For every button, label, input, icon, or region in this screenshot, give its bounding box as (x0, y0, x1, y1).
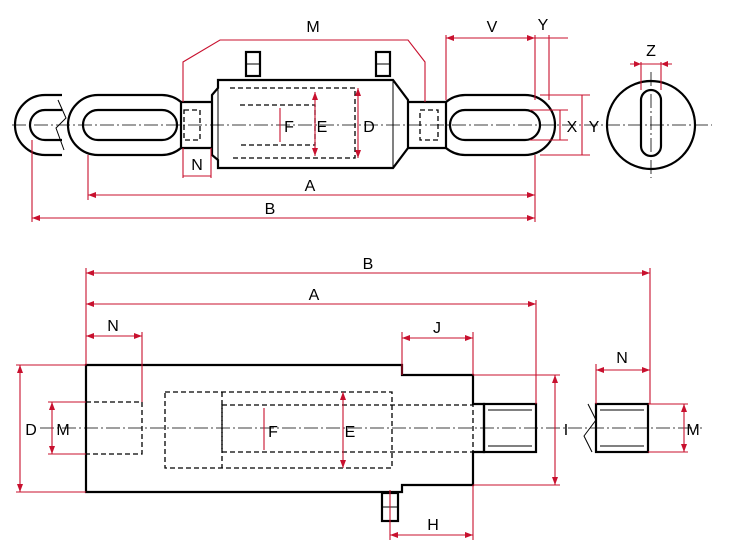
label-B-bottom: B (363, 256, 374, 273)
left-shank (181, 100, 212, 150)
label-N-bottom-right: N (616, 350, 628, 367)
label-V: V (487, 19, 498, 36)
bottom-break-line (583, 403, 597, 453)
label-N-top: N (191, 157, 203, 174)
left-eye-inner (81, 108, 179, 142)
left-break-line (55, 99, 67, 151)
label-Y-right: Y (589, 119, 600, 136)
bottom-body-outline (84, 363, 486, 494)
left-broken-eye-inner (28, 108, 62, 142)
label-E-top: E (317, 119, 328, 136)
bottom-rod-thread (482, 402, 538, 454)
label-Z: Z (646, 43, 656, 60)
label-B-top: B (265, 201, 276, 218)
right-shank (408, 100, 446, 150)
label-D-bottom: D (25, 422, 37, 439)
top-view: M V Y Z F E D X (12, 17, 712, 222)
bottom-view: B A N J D M F (16, 256, 702, 540)
left-thread-hidden (183, 109, 201, 141)
label-F-bottom: F (268, 424, 278, 441)
label-F-top: F (284, 119, 294, 136)
label-I: I (564, 422, 568, 439)
top-bore-hidden (230, 87, 356, 159)
right-eye-outer (444, 93, 557, 157)
label-A-bottom: A (309, 287, 320, 304)
label-A-top: A (305, 178, 316, 195)
label-D-top: D (363, 119, 375, 136)
right-thread-hidden (419, 109, 439, 141)
bottom-bore-hidden (164, 391, 393, 469)
separate-thread-piece (594, 402, 650, 454)
label-M-top: M (306, 19, 319, 36)
left-broken-eye-outer (13, 93, 62, 157)
label-M-bottom-right: M (686, 422, 699, 439)
top-inner-hidden (240, 104, 316, 146)
label-Y-top: Y (538, 17, 549, 34)
label-H: H (427, 517, 439, 534)
label-X: X (567, 119, 578, 136)
dim-M-top (182, 39, 426, 102)
label-M-bottom-left: M (56, 422, 69, 439)
bottom-left-thread-hidden (85, 401, 143, 455)
label-J: J (433, 320, 441, 337)
left-eye-outer (66, 93, 183, 157)
right-eye-inner (448, 108, 542, 142)
label-E-bottom: E (345, 424, 356, 441)
top-body-outline (210, 78, 410, 170)
label-N-bottom-left: N (107, 318, 119, 335)
